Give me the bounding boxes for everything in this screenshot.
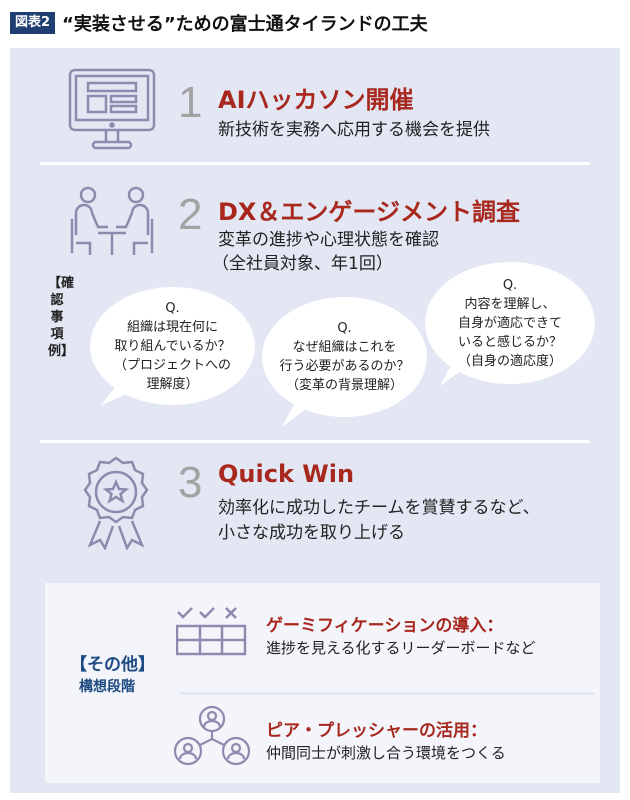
- item-number: 2: [178, 190, 203, 239]
- question-q: Q.: [337, 321, 352, 336]
- question-q: Q.: [502, 277, 518, 293]
- monitor-icon: [68, 68, 158, 158]
- question-line: （自身の適応度）: [457, 353, 562, 369]
- question-line: 行う必要があるのか？: [279, 359, 410, 374]
- question-line: 取り組んでいるか？: [114, 338, 231, 354]
- other-sublabel: 構想段階: [79, 679, 135, 695]
- item-heading: DX＆エンゲージメント調査: [218, 198, 520, 226]
- question-q: Q.: [165, 300, 180, 316]
- item-heading: Quick Win: [218, 460, 355, 488]
- item-heading: AIハッカソン開催: [218, 86, 414, 114]
- award-icon: [80, 455, 152, 550]
- meeting-icon: [68, 185, 158, 260]
- divider: [40, 162, 590, 165]
- other-desc: 仲間同士が刺激し合う環境をつくる: [266, 744, 506, 762]
- item-desc: （全社員対象、年1回）: [212, 254, 393, 274]
- question-bubble: Q. 組織は現在何に 取り組んでいるか？ （プロジェクトへの 理解度）: [90, 287, 255, 406]
- question-line: 理解度）: [146, 376, 199, 392]
- other-box: [45, 583, 600, 783]
- divider: [180, 692, 594, 695]
- other-heading: ゲーミフィケーションの導入：: [266, 616, 504, 636]
- divider: [40, 440, 590, 443]
- question-line: 内容を理解し、: [464, 296, 556, 312]
- page-title: “実装させる”ための富士通タイランドの工夫: [62, 14, 428, 35]
- question-line: （変革の背景理解）: [285, 378, 403, 393]
- question-bubble: Q. なぜ組織はこれを 行う必要があるのか？ （変革の背景理解）: [262, 297, 427, 427]
- leaderboard-icon: [176, 606, 248, 656]
- item-desc: 小さな成功を取り上げる: [218, 523, 405, 543]
- peer-network-icon: [173, 705, 251, 767]
- examples-label: 【確認事項例】: [48, 276, 75, 359]
- other-heading: ピア・プレッシャーの活用：: [266, 721, 487, 741]
- other-label: 【その他】: [70, 655, 155, 675]
- item-number: 3: [178, 458, 203, 507]
- item-desc: 変革の進捗や心理状態を確認: [218, 230, 439, 250]
- item-desc: 新技術を実務へ応用する機会を提供: [218, 120, 490, 140]
- question-line: なぜ組織はこれを: [292, 340, 397, 355]
- other-desc: 進捗を見える化するリーダーボードなど: [266, 639, 536, 657]
- question-line: 自身が適応できて: [457, 315, 562, 331]
- question-line: （プロジェクトへの: [113, 357, 231, 373]
- question-line: 組織は現在何に: [126, 319, 218, 335]
- figure-badge: 図表2: [10, 12, 56, 34]
- item-desc: 効率化に成功したチームを賞賛するなど、: [218, 498, 540, 518]
- question-bubble: Q. 内容を理解し、 自身が適応できて いると感じるか？ （自身の適応度）: [425, 262, 595, 386]
- item-number: 1: [178, 78, 203, 127]
- question-line: いると感じるか？: [457, 334, 562, 350]
